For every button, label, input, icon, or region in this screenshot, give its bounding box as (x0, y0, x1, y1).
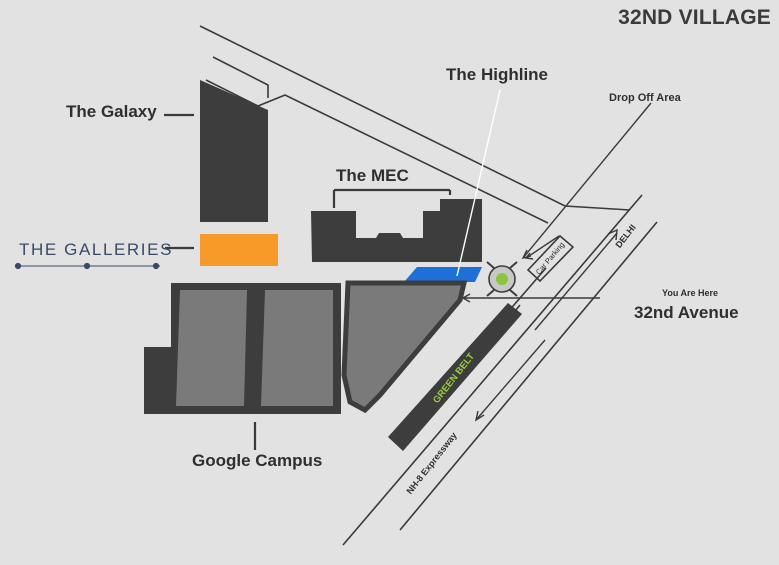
roundabout (486, 261, 518, 297)
google-campus-wing-right (261, 290, 333, 406)
galaxy-building (200, 80, 268, 222)
galleries-ornament (14, 262, 160, 270)
mec-label: The MEC (336, 166, 409, 185)
galleries-label: THE GALLERIES (19, 240, 174, 259)
you-are-here-label: You Are Here (662, 288, 719, 298)
green-belt (388, 303, 522, 451)
map-title: 32ND VILLAGE (618, 6, 771, 29)
highline-pointer (456, 89, 501, 277)
highline-label: The Highline (446, 65, 548, 84)
google-campus-label: Google Campus (192, 451, 323, 470)
drop-off-label: Drop Off Area (609, 92, 681, 104)
central-building (341, 280, 468, 414)
mec-building (311, 199, 482, 262)
green-belt-label: GREEN BELT (431, 351, 477, 406)
leader-lines (164, 113, 452, 450)
galaxy-label: The Galaxy (66, 102, 157, 121)
galleries-building (200, 234, 278, 266)
google-campus-wing-left (176, 290, 247, 406)
highline-building (404, 267, 482, 282)
avenue-label: 32nd Avenue (634, 303, 739, 322)
